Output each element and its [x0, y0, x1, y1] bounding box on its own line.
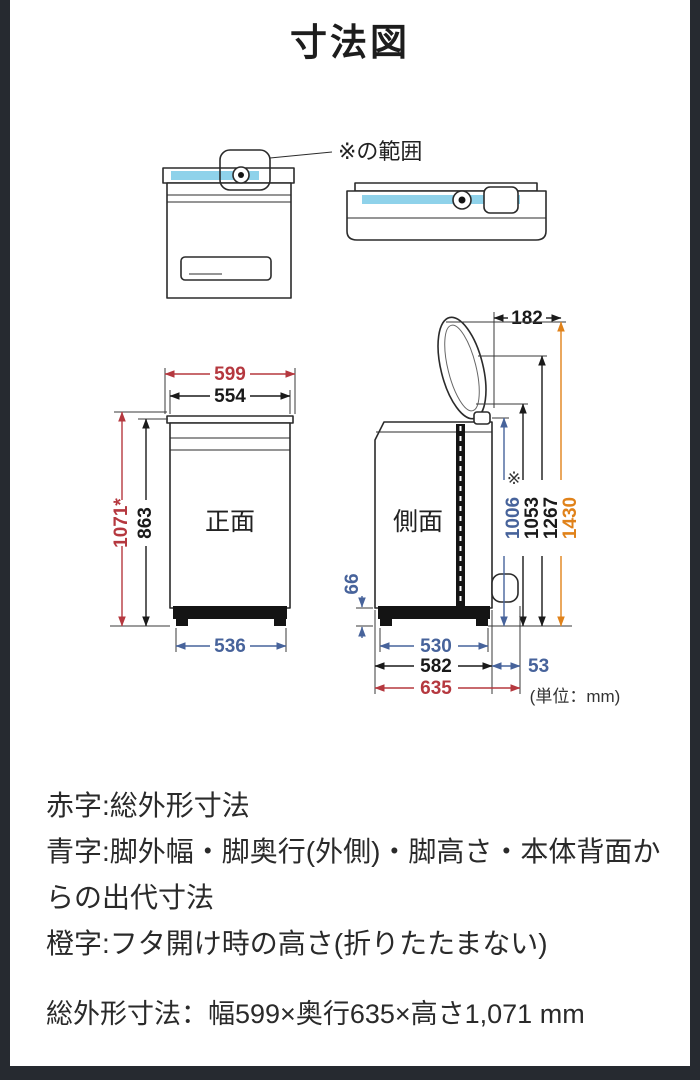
front-view: 正面 [166, 415, 294, 626]
dim-side-back-height: 1006 [503, 497, 524, 539]
dimension-diagram: ※の範囲 正面 [110, 139, 621, 706]
front-view-label: 正面 [205, 508, 255, 536]
front-body [169, 422, 291, 609]
back-panel-strip [456, 424, 465, 606]
highlight-strip-front [171, 171, 259, 180]
front-foot-left [176, 619, 188, 626]
side-foot-back [476, 619, 488, 626]
dim-side-body-height: 1053 [522, 497, 543, 539]
dim-side-top-depth: 182 [511, 308, 543, 329]
lid-hinge [473, 411, 491, 425]
legend-blue-line: 青字:脚外幅・脚奥行(外側)・脚高さ・本体背面からの出代寸法 [46, 836, 661, 913]
legend: 赤字:総外形寸法 青字:脚外幅・脚奥行(外側)・脚高さ・本体背面からの出代寸法 … [46, 783, 664, 967]
dim-front-feet-width: 536 [214, 636, 246, 657]
dim-front-total-height: 1071* [111, 498, 132, 548]
unit-note: (単位：mm) [530, 687, 621, 706]
top-view-side [346, 182, 547, 241]
legend-orange-line: 橙字:フタ開け時の高さ(折りたたまない) [46, 928, 548, 959]
dim-side-mid-height: 1267 [541, 497, 562, 539]
top-view-front [162, 166, 295, 299]
side-view-label: 側面 [393, 508, 443, 536]
dim-side-total-depth: 635 [420, 678, 452, 699]
legend-red-line: 赤字:総外形寸法 [46, 790, 250, 821]
side-view: 側面 [374, 316, 519, 626]
side-base [378, 606, 490, 619]
front-dimensions: 599 554 536 863 1071* [110, 364, 296, 657]
drawer [180, 256, 272, 281]
dim-side-feet-depth: 530 [420, 636, 452, 657]
side-dimensions: 182 ※ 1006 1053 1267 1430 [342, 308, 581, 699]
dim-front-body-height: 863 [135, 507, 156, 539]
summary-dimensions: 総外形寸法：幅599×奥行635×高さ1,071 mm [46, 999, 585, 1029]
dim-side-lid-open-height: 1430 [560, 497, 581, 539]
dim-side-foot-height: 66 [342, 573, 363, 594]
open-lid [437, 316, 487, 420]
side-foot-front [380, 619, 392, 626]
dim-side-back-offset: 53 [528, 656, 549, 677]
page-title: 寸法図 [290, 22, 410, 63]
front-base [173, 606, 287, 619]
front-foot-right [274, 619, 286, 626]
dim-front-outer-width: 599 [214, 364, 246, 385]
range-callout: ※の範囲 [219, 139, 422, 191]
highlight-strip-side [362, 195, 520, 204]
range-mark: ※ [507, 469, 521, 488]
content-card: 寸法図 ※の範囲 [10, 0, 690, 1066]
back-protrusion [491, 573, 519, 603]
dim-front-body-width: 554 [214, 386, 246, 407]
range-label: ※の範囲 [338, 139, 422, 164]
dim-side-body-depth: 582 [420, 656, 452, 677]
